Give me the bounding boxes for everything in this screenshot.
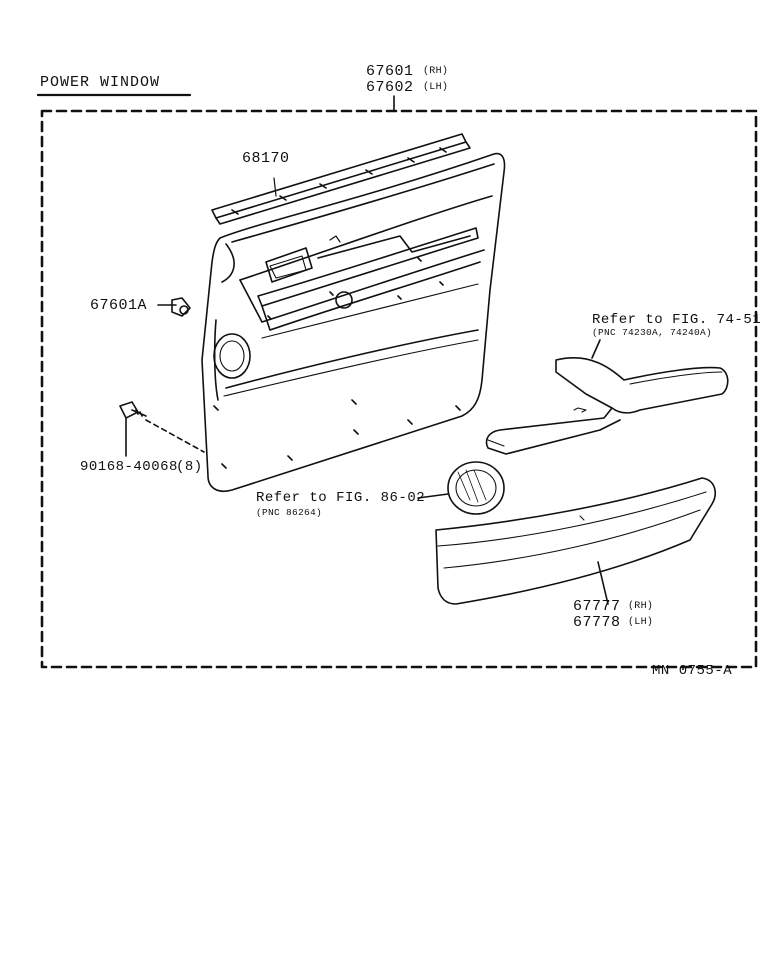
part-number-67777: 67777 [573, 598, 621, 615]
side-lh-label: (LH) [423, 82, 449, 93]
armrest-base-ref [485, 339, 729, 455]
figure-code: MN 0755-A [652, 663, 733, 679]
ref-pnc-86264: (PNC 86264) [256, 507, 323, 518]
section-title: POWER WINDOW [40, 74, 161, 91]
speaker-grille-ref [417, 461, 505, 515]
armrest-67777 [435, 477, 716, 605]
ref-pnc-74230A: (PNC 74230A, 74240A) [592, 327, 713, 338]
part-number-90168-40068: 90168-40068 [80, 459, 178, 475]
part-number-67601A: 67601A [90, 297, 148, 314]
screw-90168-40068 [119, 401, 205, 457]
part-number-67778: 67778 [573, 614, 621, 631]
weatherstrip-68170 [211, 133, 471, 225]
side-rh-label: (RH) [423, 66, 449, 77]
assembly-frame [40, 109, 758, 669]
door-trim-panel [201, 152, 506, 492]
ref-fig-74-51: Refer to FIG. 74-51 [592, 312, 762, 328]
part-number-67602: 67602 [366, 79, 414, 96]
ref-fig-86-02: Refer to FIG. 86-02 [256, 490, 426, 506]
clip-67601A [157, 297, 191, 317]
part-number-68170: 68170 [242, 150, 290, 167]
armrest-side-lh: (LH) [628, 617, 654, 628]
armrest-side-rh: (RH) [628, 601, 654, 612]
part-number-67601: 67601 [366, 63, 414, 80]
screw-quantity: (8) [176, 459, 203, 475]
